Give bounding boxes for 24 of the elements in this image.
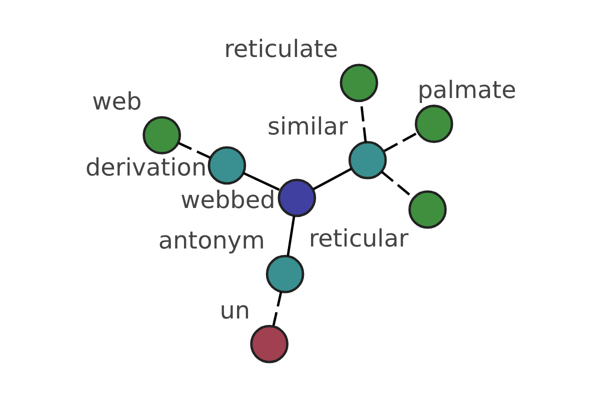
- node-label: web: [92, 87, 142, 116]
- connector: [242, 172, 280, 191]
- node-circle: [142, 116, 181, 154]
- connector: [272, 292, 282, 326]
- node-circle: [414, 104, 453, 144]
- node-label: webbed: [180, 186, 275, 214]
- node-label: palmate: [417, 76, 516, 104]
- node-label: antonym: [158, 226, 264, 254]
- node-circle: [277, 178, 316, 218]
- node-circle: [408, 190, 446, 229]
- node-label: derivation: [84, 154, 206, 182]
- connector: [312, 168, 352, 190]
- node-circle: [250, 324, 288, 364]
- node-label: reticulate: [224, 35, 338, 64]
- connector: [286, 216, 295, 256]
- node-circle: [265, 254, 304, 294]
- connector: [178, 142, 211, 159]
- node-label: reticular: [308, 224, 408, 253]
- node-label: un: [219, 296, 250, 324]
- node-circle: [339, 64, 378, 102]
- node-label: similar: [267, 112, 348, 140]
- connector: [383, 132, 418, 152]
- node-circle: [207, 146, 246, 185]
- node-circle: [348, 140, 386, 180]
